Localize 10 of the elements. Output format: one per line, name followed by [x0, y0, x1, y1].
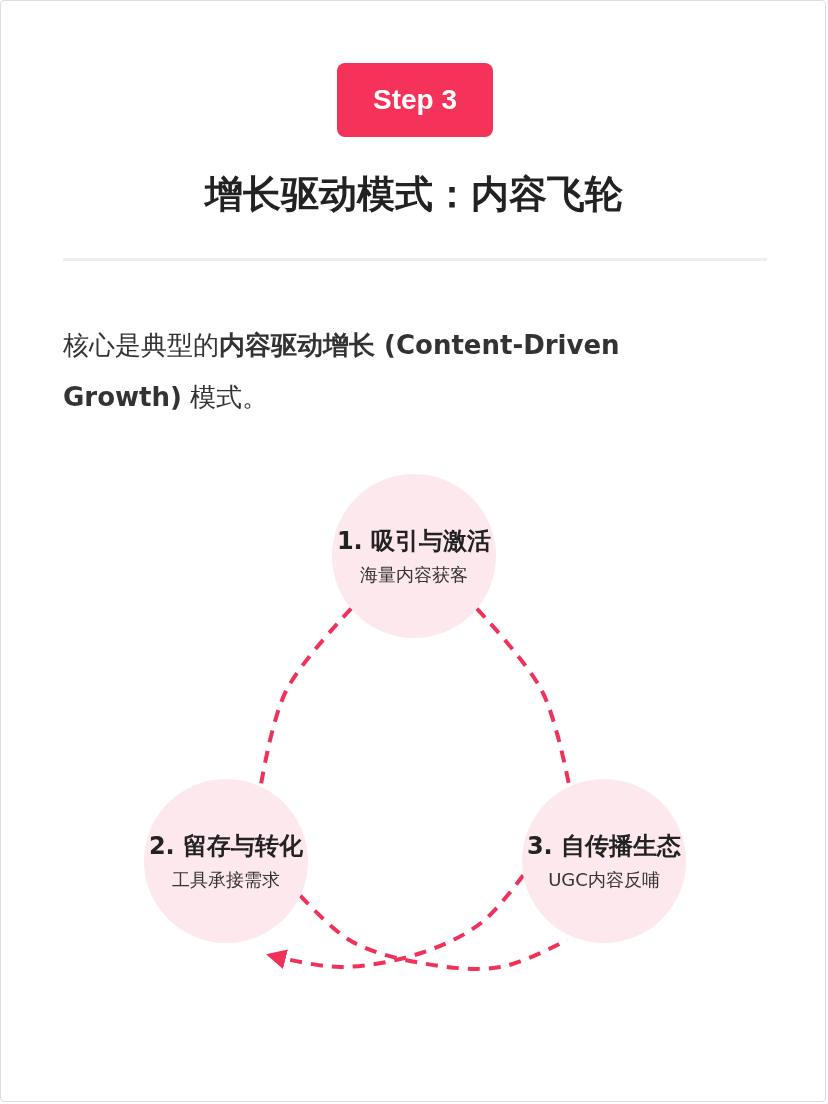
step-badge: Step 3 [337, 63, 493, 137]
dashed-arrow [266, 874, 525, 969]
heading: 增长驱动模式：内容飞轮 [203, 171, 624, 218]
stage-description: 海量内容获客 [360, 563, 468, 587]
stage-title: 1. 吸引与激活 [336, 526, 492, 557]
stage-title: 2. 留存与转化 [148, 831, 304, 862]
paragraph: 核心是典型的内容驱动增长 (Content-Driven Growth) 模式。 [63, 329, 621, 414]
stage-description: UGC内容反哺 [548, 868, 660, 892]
stage-description: 工具承接需求 [172, 868, 280, 892]
stage-title: 3. 自传播生态 [526, 831, 682, 862]
